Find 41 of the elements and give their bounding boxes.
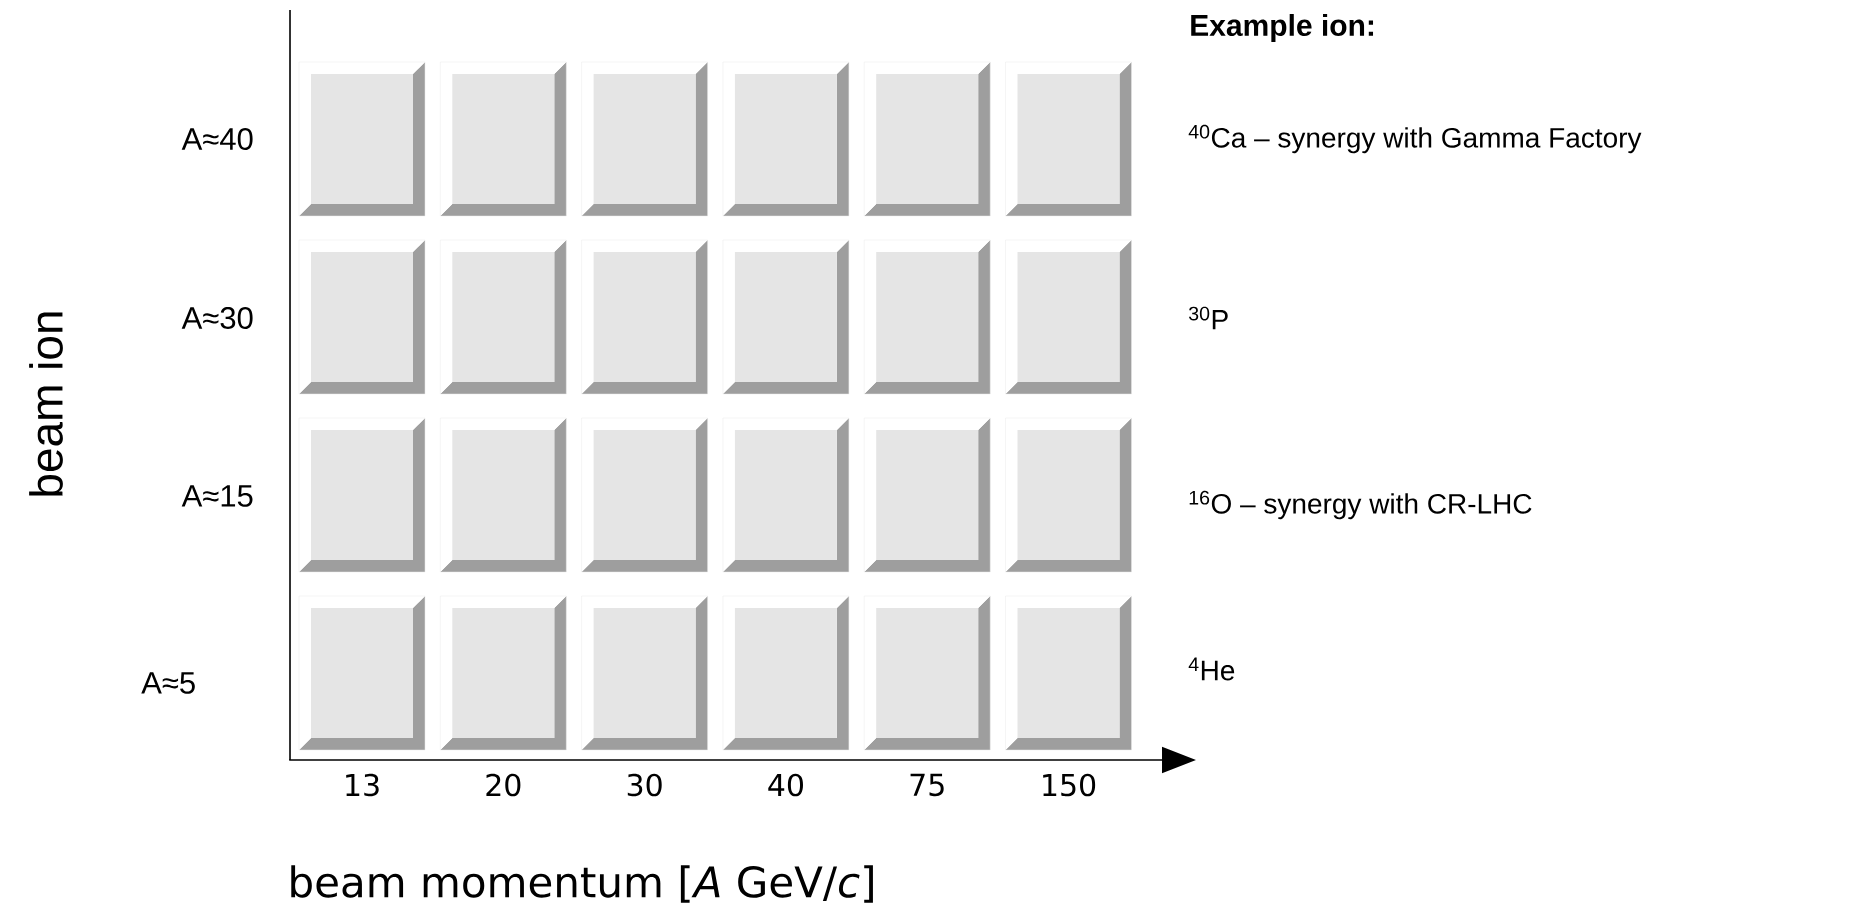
bevelled-square	[863, 417, 991, 573]
bevelled-square	[298, 595, 426, 751]
row-label: A≈40	[181, 128, 253, 150]
bevelled-square	[863, 239, 991, 395]
ion-label: $^{30}$P	[1188, 306, 1228, 330]
axis-title: beam momentum [A GeV/c]	[291, 865, 873, 903]
bevelled-square	[440, 239, 567, 395]
bevelled-square	[863, 595, 991, 751]
bevelled-square	[1005, 61, 1132, 217]
ion-label: $^{16}$O – synergy with CR-LHC	[1189, 490, 1532, 520]
bevelled-square	[440, 595, 567, 751]
bevelled-square	[581, 239, 708, 395]
tick-label: 20	[486, 773, 521, 797]
bevelled-square	[1005, 417, 1132, 573]
ion-label: $^{40}$Ca – synergy with Gamma Factory	[1188, 124, 1642, 154]
bevelled-square	[298, 417, 426, 573]
tick-label: 75	[910, 773, 944, 797]
bevelled-square	[298, 61, 426, 217]
bevelled-square	[1005, 239, 1132, 395]
bevelled-square	[581, 417, 708, 573]
bevelled-square	[1005, 595, 1132, 751]
bevelled-square	[722, 61, 850, 217]
bevelled-square	[440, 417, 567, 573]
ion-label: $^{4}$He	[1188, 657, 1235, 681]
tick-label: 30	[627, 773, 662, 797]
axis-title: beam ion	[29, 312, 63, 496]
bevelled-square	[440, 61, 567, 217]
bevelled-square	[863, 61, 991, 217]
bevelled-square	[298, 239, 426, 395]
bevelled-square	[581, 595, 708, 751]
bevelled-square	[722, 595, 850, 751]
tick-label: 40	[768, 773, 803, 797]
row-label: A≈5	[141, 672, 195, 694]
bevelled-square	[722, 239, 850, 395]
heading: Example ion:	[1191, 14, 1373, 42]
tick-label: 13	[346, 773, 379, 797]
tick-label: 150	[1043, 773, 1096, 797]
row-label: A≈30	[181, 307, 253, 329]
bevelled-square	[722, 417, 850, 573]
row-label: A≈15	[181, 485, 253, 507]
bevelled-square	[581, 61, 708, 217]
